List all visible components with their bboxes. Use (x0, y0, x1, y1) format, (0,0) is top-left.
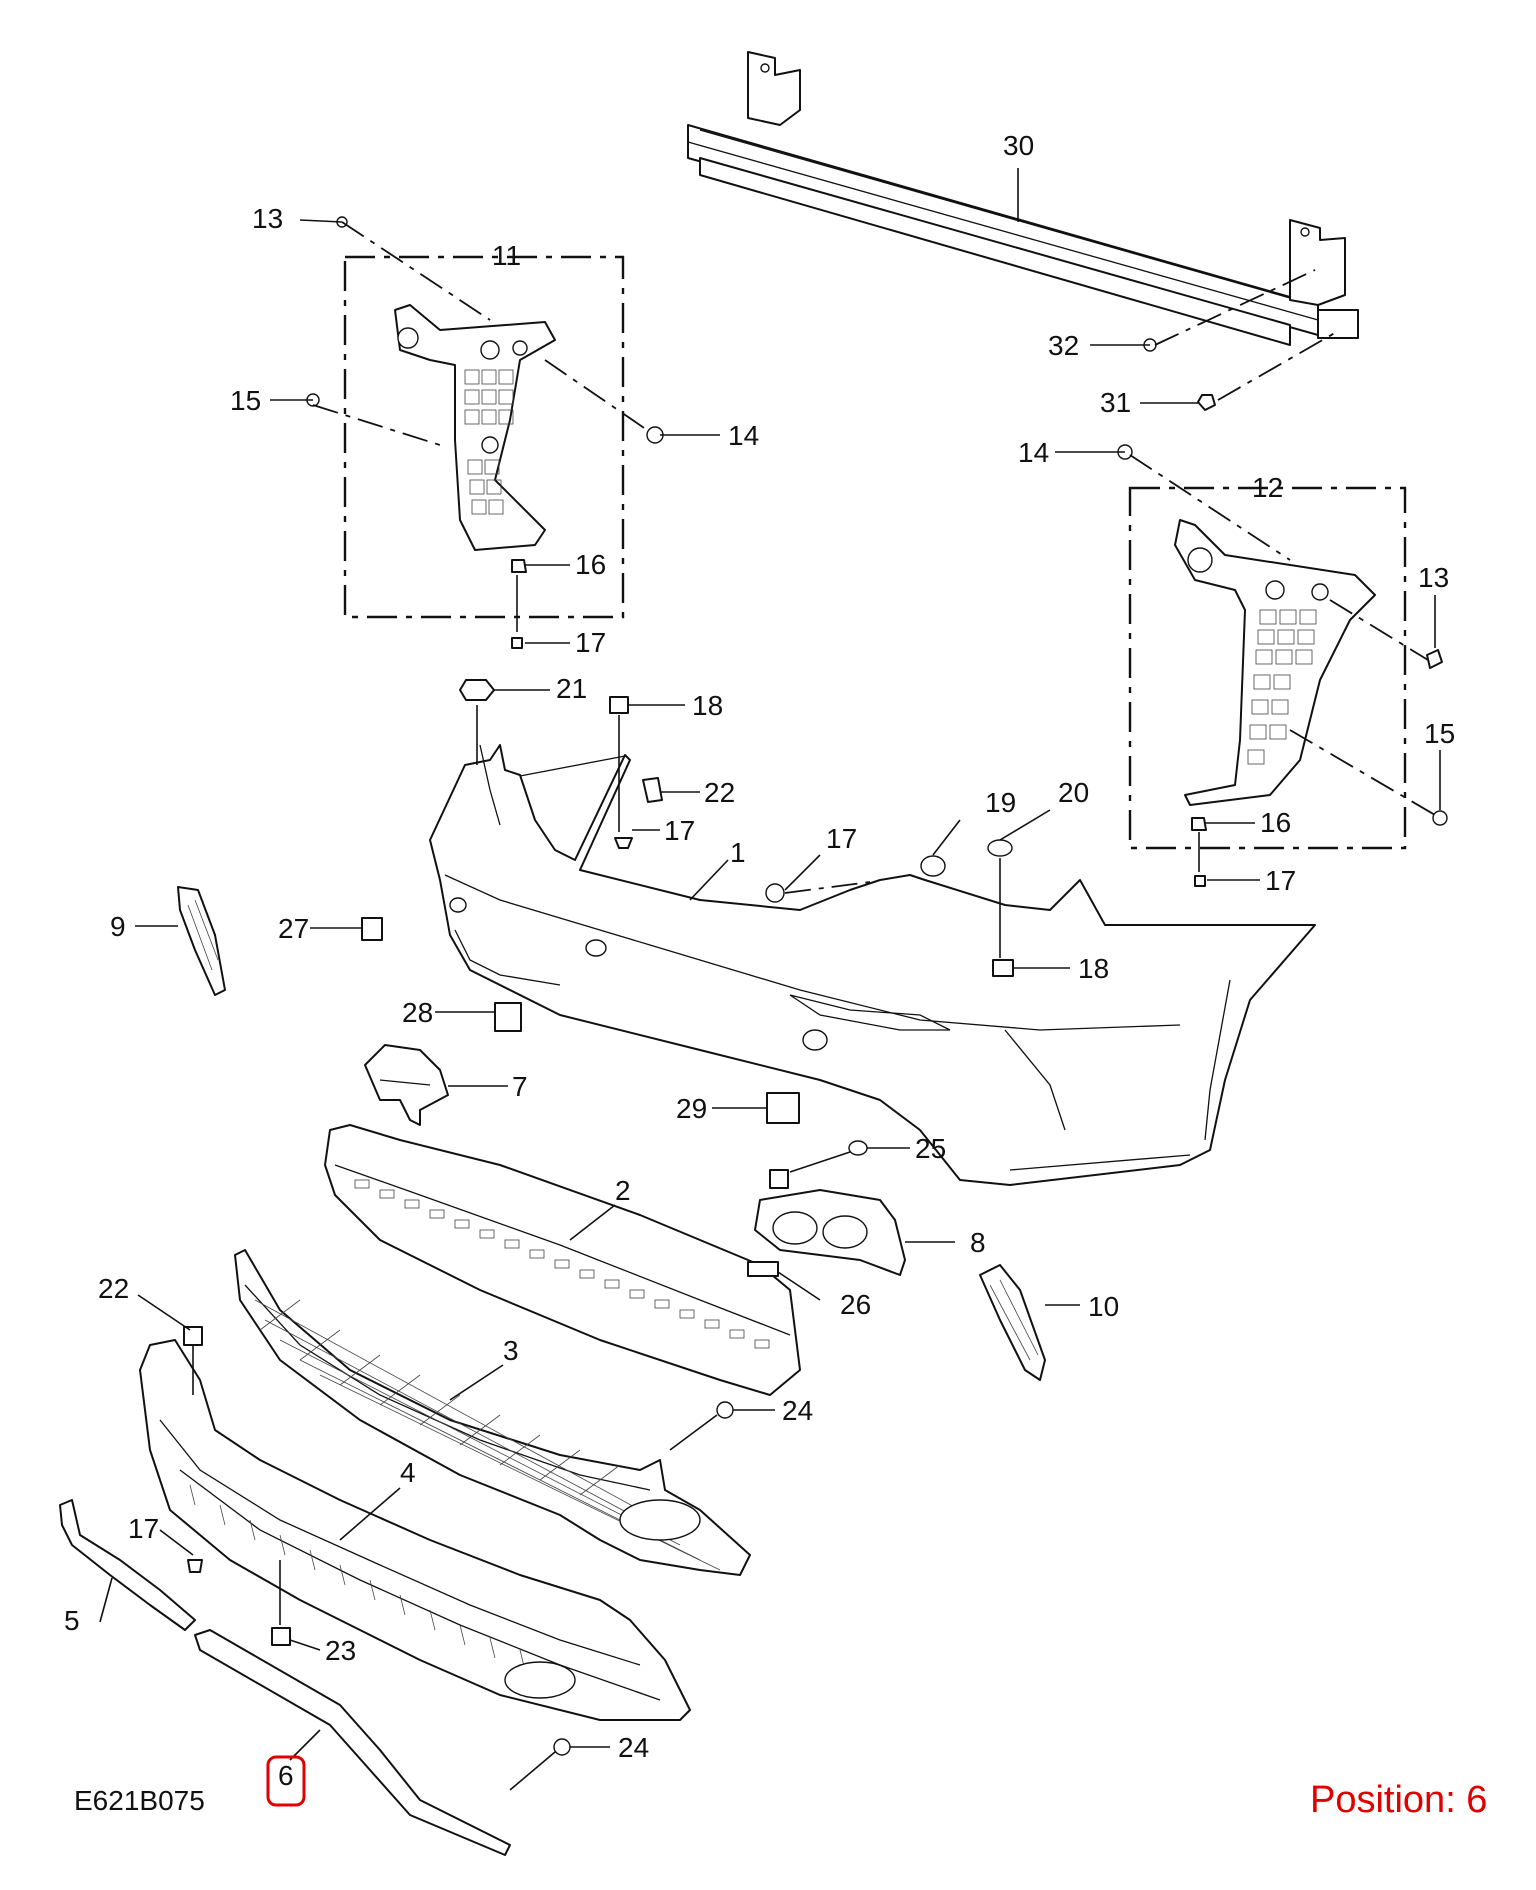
callout-6: 6 (278, 1760, 294, 1791)
callout-7: 7 (512, 1071, 528, 1102)
reinforcement-beam (687, 51, 1359, 346)
callout-4: 4 (400, 1457, 416, 1488)
callout-21: 21 (556, 673, 587, 704)
position-highlight (266, 1755, 306, 1807)
callout-20: 20 (1058, 777, 1089, 808)
callout-9: 9 (110, 911, 126, 942)
callout-28: 28 (402, 997, 433, 1028)
left-reflector (177, 886, 226, 996)
bumper-cover (429, 744, 1316, 1186)
callout-14-right: 14 (1018, 437, 1049, 468)
energy-absorber (324, 1124, 801, 1396)
left-bracket (343, 255, 625, 619)
callout-11: 11 (492, 240, 521, 271)
callout-30: 30 (1003, 130, 1034, 161)
callout-25: 25 (915, 1133, 946, 1164)
lower-grille (234, 1249, 751, 1576)
callout-3: 3 (503, 1335, 519, 1366)
callout-26: 26 (840, 1289, 871, 1320)
callout-2: 2 (615, 1175, 631, 1206)
callout-32: 32 (1048, 330, 1079, 361)
callout-24: 24 (782, 1395, 813, 1426)
callout-17-right: 17 (1265, 865, 1296, 896)
left-trim-strip (59, 1499, 196, 1631)
callout-1: 1 (730, 837, 746, 868)
fasteners (183, 216, 1448, 1756)
callout-16-right: 16 (1260, 807, 1291, 838)
callout-22-lower: 22 (98, 1273, 129, 1304)
callout-16: 16 (575, 549, 606, 580)
lower-trim-strip-position-6 (194, 1629, 511, 1856)
right-bracket (1128, 486, 1407, 850)
callout-29: 29 (676, 1093, 707, 1124)
exhaust-surround (754, 1169, 906, 1276)
callout-18-right: 18 (1078, 953, 1109, 984)
right-reflector (979, 1264, 1046, 1381)
callout-27: 27 (278, 913, 309, 944)
callout-5: 5 (64, 1605, 80, 1636)
callout-13-right: 13 (1418, 562, 1449, 593)
callout-22: 22 (704, 777, 735, 808)
exhaust-bracket (364, 1044, 449, 1126)
leader-lines (99, 168, 1441, 1791)
callout-17-lower: 17 (128, 1513, 159, 1544)
position-label: Position: 6 (1310, 1779, 1487, 1821)
callout-15-right: 15 (1424, 718, 1455, 749)
diffuser (139, 1339, 691, 1721)
callout-19: 19 (985, 787, 1016, 818)
callout-23: 23 (325, 1635, 356, 1666)
callout-13: 13 (252, 203, 283, 234)
callout-18: 18 (692, 690, 723, 721)
callout-17-center: 17 (664, 815, 695, 846)
callout-8: 8 (970, 1227, 986, 1258)
callout-15: 15 (230, 385, 261, 416)
callout-17-mid: 17 (826, 823, 857, 854)
callout-12: 12 (1252, 472, 1283, 503)
callout-17: 17 (575, 627, 606, 658)
callout-labels: 30 13 11 15 14 32 31 14 12 13 16 17 15 2… (64, 130, 1455, 1791)
callout-14: 14 (728, 420, 759, 451)
diagram-code: E621B075 (74, 1785, 205, 1816)
callout-24-lower: 24 (618, 1732, 649, 1763)
callout-31: 31 (1100, 387, 1131, 418)
callout-10: 10 (1088, 1291, 1119, 1322)
